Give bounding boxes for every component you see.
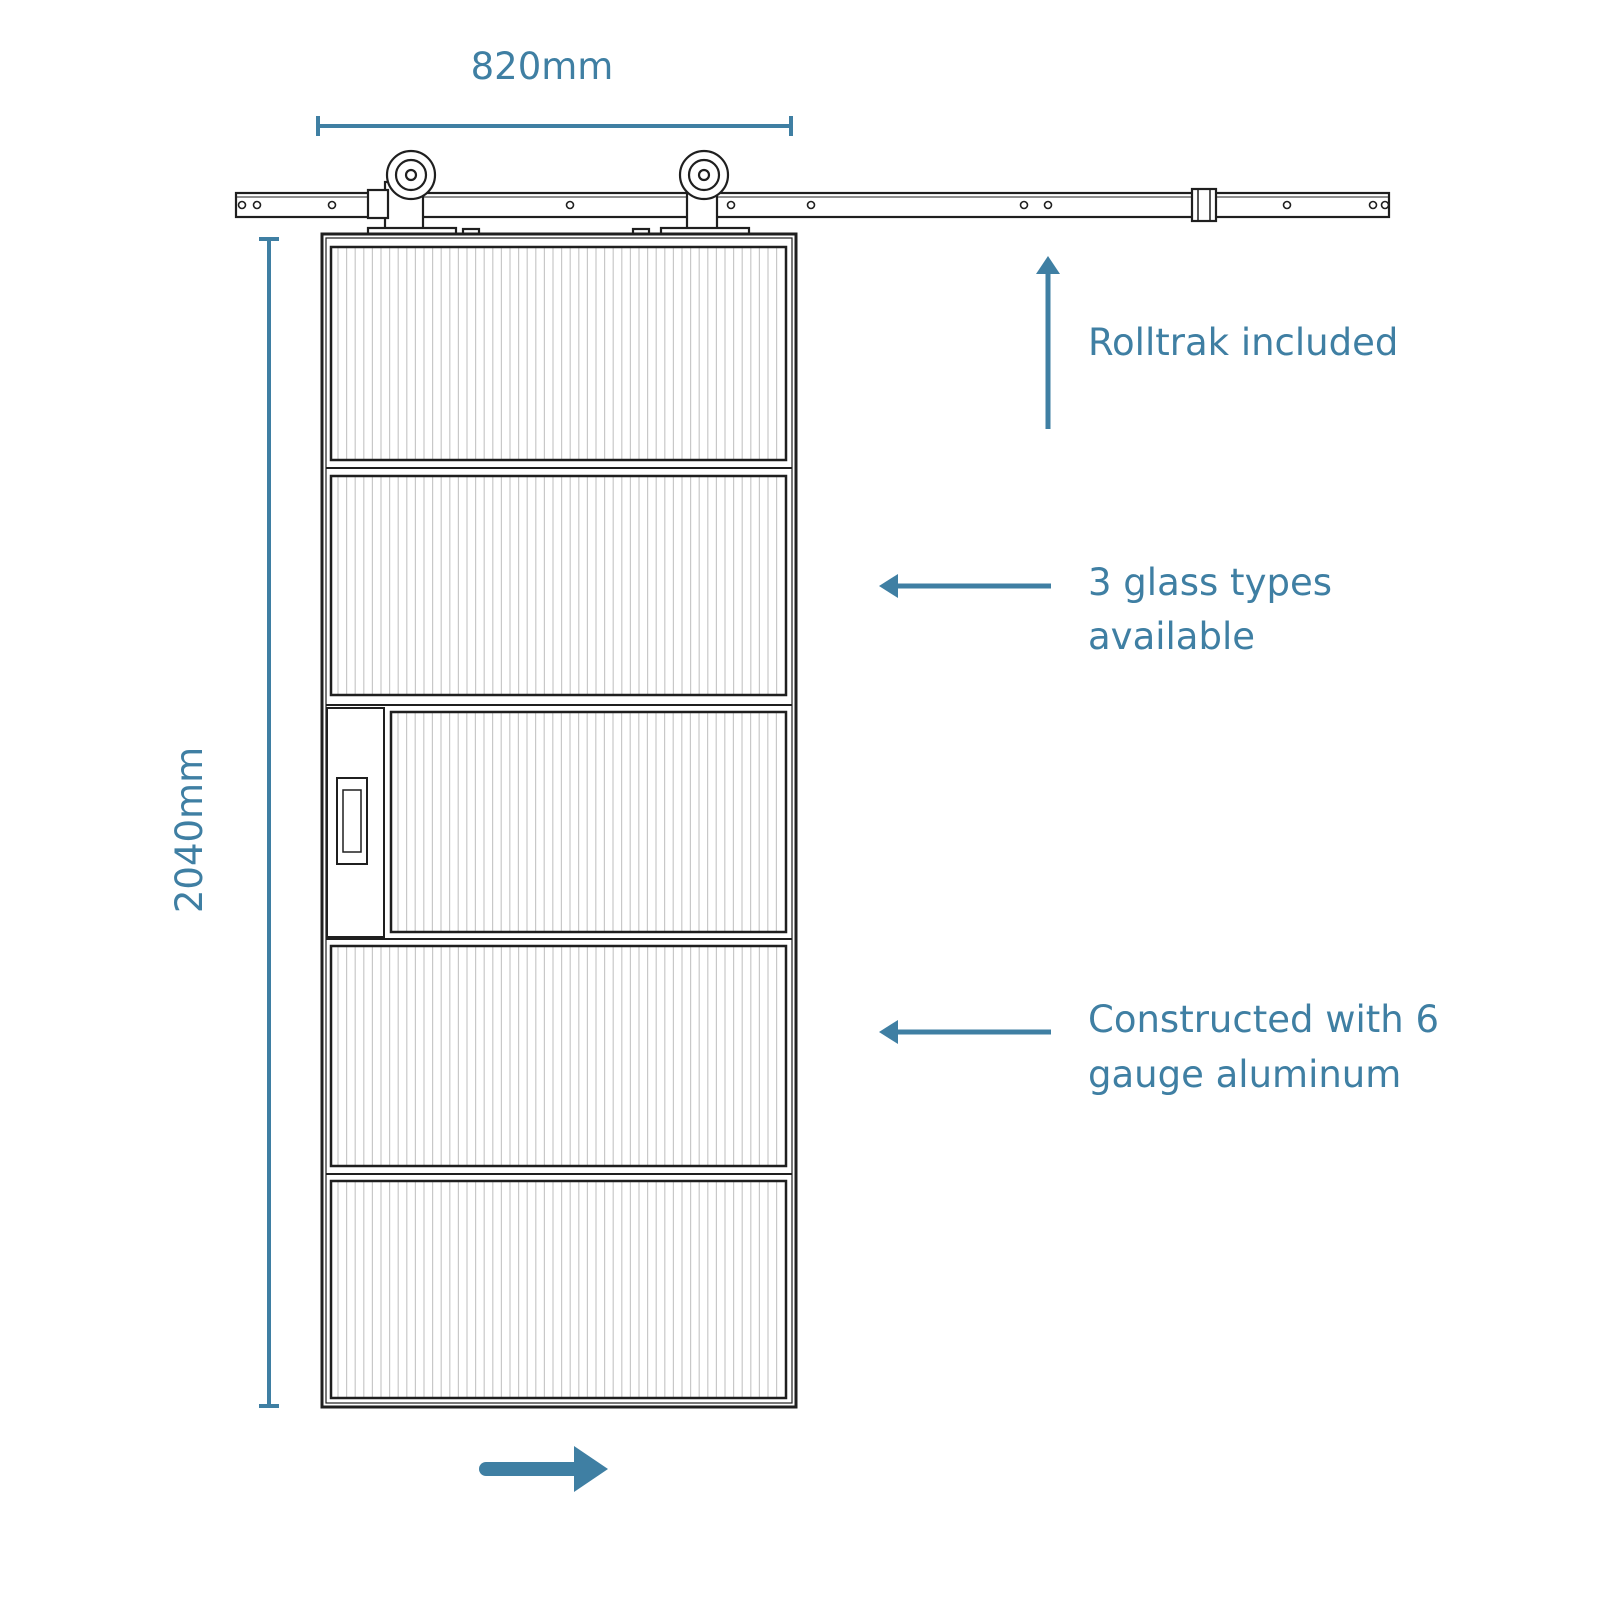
glass-panel	[329, 1179, 788, 1400]
rail-hole	[237, 200, 247, 210]
rail-hole	[1282, 200, 1292, 210]
glass-panel-border	[329, 944, 788, 1168]
callout-frame-text-line1: Constructed with 6	[1088, 998, 1439, 1041]
glass-panel-border	[329, 245, 788, 462]
callout-frame: Constructed with 6 gauge aluminum	[879, 998, 1439, 1096]
glass-panels	[326, 245, 792, 1400]
track-rail-holes	[237, 200, 1390, 210]
door	[320, 232, 798, 1409]
glass-panel	[329, 474, 788, 697]
rail-hole	[565, 200, 575, 210]
rail-hole	[327, 200, 337, 210]
door-handle	[336, 777, 368, 865]
callout-frame-text-line2: gauge aluminum	[1088, 1053, 1401, 1096]
rail-hole	[1368, 200, 1378, 210]
rail-hole	[1019, 200, 1029, 210]
glass-panel	[329, 245, 788, 462]
height-dimension-label: 2040mm	[168, 747, 211, 913]
glass-panel-border	[329, 474, 788, 697]
roller-right	[631, 149, 751, 236]
rail-hole	[806, 200, 816, 210]
callout-track: Rolltrak included	[1036, 256, 1398, 429]
width-dimension-label: 820mm	[471, 45, 614, 88]
rail-hole	[1380, 200, 1390, 210]
callout-glass: 3 glass types available	[879, 561, 1332, 658]
rail-hole	[1043, 200, 1053, 210]
callout-track-text: Rolltrak included	[1088, 321, 1398, 364]
glass-panel	[329, 944, 788, 1168]
width-dimension: 820mm	[316, 45, 793, 136]
rail-hole	[252, 200, 262, 210]
track-end-stop	[1190, 187, 1218, 223]
rail-hole	[726, 200, 736, 210]
callout-glass-text-line2: available	[1088, 615, 1255, 658]
glass-panel-border	[329, 1179, 788, 1400]
arrow-right-icon	[479, 1446, 608, 1492]
callout-glass-text-line1: 3 glass types	[1088, 561, 1332, 604]
glass-panel	[389, 710, 788, 934]
glass-panel-border	[389, 710, 788, 934]
track-rail	[234, 187, 1391, 223]
height-dimension: 2040mm	[168, 237, 279, 1408]
roller-left	[366, 149, 481, 236]
